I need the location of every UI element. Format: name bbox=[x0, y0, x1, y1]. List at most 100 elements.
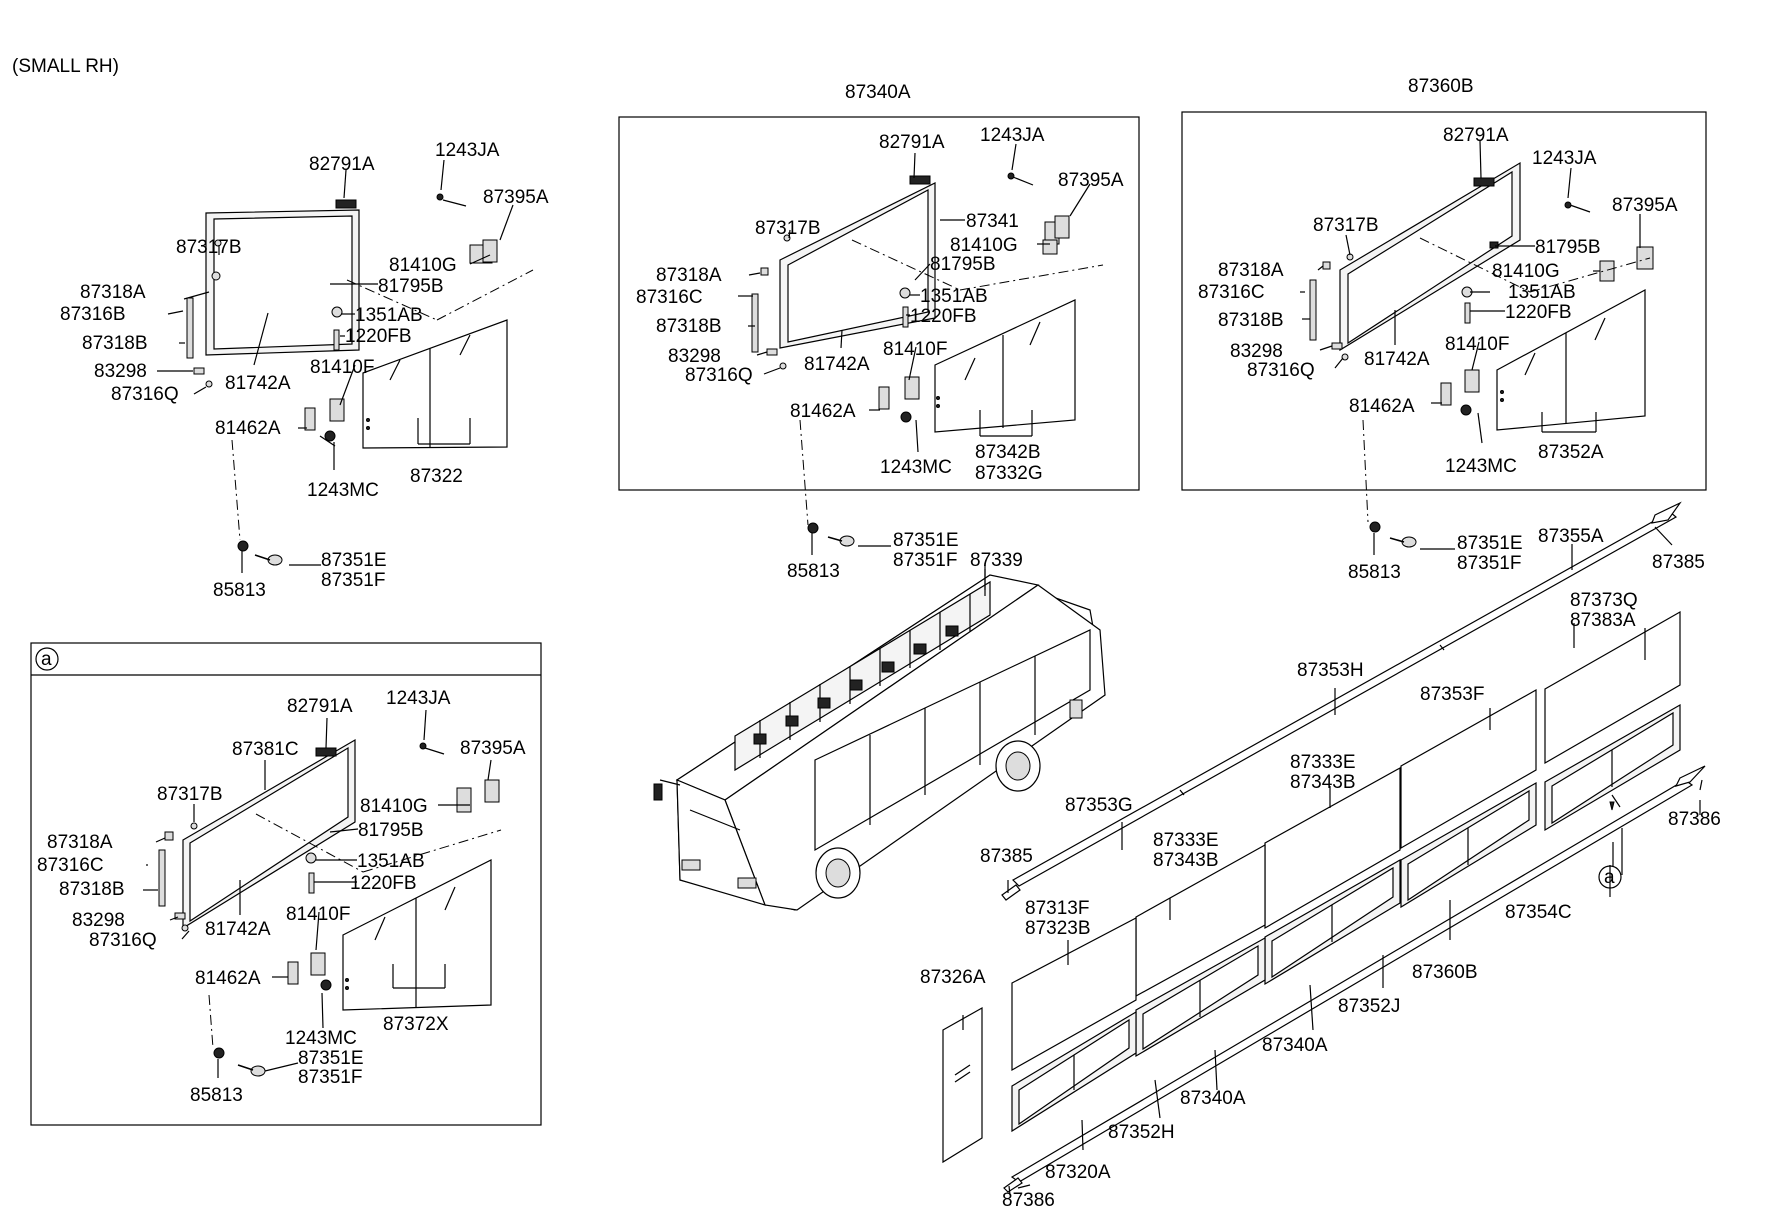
label: 1243MC bbox=[1445, 456, 1517, 477]
label: 81462A bbox=[1349, 396, 1415, 417]
label: 87341 bbox=[966, 211, 1019, 232]
label: 81742A bbox=[1364, 349, 1430, 370]
label: 87395A bbox=[483, 187, 549, 208]
label: 87318A bbox=[80, 282, 146, 303]
label: 85813 bbox=[213, 580, 266, 601]
label: 87333E bbox=[1290, 752, 1356, 773]
detail-marker-a bbox=[35, 647, 59, 671]
label: 87318B bbox=[1218, 310, 1284, 331]
label: 1243MC bbox=[285, 1028, 357, 1049]
label: 81410F bbox=[310, 357, 374, 378]
label: 87353G bbox=[1065, 795, 1133, 816]
label: 87351F bbox=[893, 550, 957, 571]
label: 87316Q bbox=[685, 365, 753, 386]
label: 87351E bbox=[298, 1048, 364, 1069]
labels-g3: 87360B 82791A 1243JA 87395A 87317B 81795… bbox=[1198, 76, 1705, 583]
label: 87395A bbox=[1612, 195, 1678, 216]
label: 87343B bbox=[1153, 850, 1219, 871]
label: 87351F bbox=[321, 570, 385, 591]
detail-marker-a-callout bbox=[1598, 865, 1622, 889]
label: 87320A bbox=[1045, 1162, 1111, 1183]
callout-lines-g4 bbox=[143, 709, 492, 1078]
label: 87318A bbox=[1218, 260, 1284, 281]
window-assembly-small-rh bbox=[186, 193, 534, 566]
label: 87340A bbox=[845, 82, 911, 103]
detail-box-a bbox=[30, 642, 542, 1126]
bus-illustration bbox=[653, 565, 1106, 911]
label: 87351E bbox=[321, 550, 387, 571]
label: 81462A bbox=[215, 418, 281, 439]
label: 87318B bbox=[82, 333, 148, 354]
label: 87351E bbox=[1457, 533, 1523, 554]
label: 87342B bbox=[975, 442, 1041, 463]
label: 81410F bbox=[1445, 334, 1509, 355]
label: 87318B bbox=[59, 879, 125, 900]
label: 87395A bbox=[1058, 170, 1124, 191]
label: 87316Q bbox=[1247, 360, 1315, 381]
label: 81410G bbox=[950, 235, 1018, 256]
label: 87316Q bbox=[111, 384, 179, 405]
label: 87339 bbox=[970, 550, 1023, 571]
label: 87332G bbox=[975, 463, 1043, 484]
label: 87316B bbox=[60, 304, 126, 325]
label: 87322 bbox=[410, 466, 463, 487]
label: 87343B bbox=[1290, 772, 1356, 793]
label: 1351AB bbox=[920, 286, 988, 307]
label: 87385 bbox=[1652, 552, 1705, 573]
detail-marker-a-callout-label: a bbox=[1604, 867, 1615, 888]
label: 81410F bbox=[883, 339, 947, 360]
window-assembly-87340a bbox=[751, 172, 1104, 547]
label: 85813 bbox=[1348, 562, 1401, 583]
label: 1351AB bbox=[355, 305, 423, 326]
label: 87340A bbox=[1180, 1088, 1246, 1109]
labels-g5: 87373Q 87383A 87353H 87353F 87333E 87343… bbox=[920, 590, 1721, 1211]
label: 83298 bbox=[668, 346, 721, 367]
label: 87317B bbox=[157, 784, 223, 805]
label: 81462A bbox=[195, 968, 261, 989]
label: 87351E bbox=[893, 530, 959, 551]
label: 87316C bbox=[636, 287, 703, 308]
label: 87323B bbox=[1025, 918, 1091, 939]
label: 83298 bbox=[72, 910, 125, 931]
label: 87395A bbox=[460, 738, 526, 759]
label: 87355A bbox=[1538, 526, 1604, 547]
label: 87353H bbox=[1297, 660, 1364, 681]
label: 87317B bbox=[755, 218, 821, 239]
label: 1243JA bbox=[435, 140, 500, 161]
label: 1243MC bbox=[307, 480, 379, 501]
label: 87381C bbox=[232, 739, 299, 760]
label: 81410F bbox=[286, 904, 350, 925]
label: 87326A bbox=[920, 967, 986, 988]
label: 1351AB bbox=[1508, 282, 1576, 303]
label: 87373Q bbox=[1570, 590, 1638, 611]
label: 1220FB bbox=[350, 873, 417, 894]
label: 87383A bbox=[1570, 610, 1636, 631]
callout-lines-g3 bbox=[1300, 140, 1641, 555]
label: 87352A bbox=[1538, 442, 1604, 463]
label: 87354C bbox=[1505, 902, 1572, 923]
detail-marker-a-label: a bbox=[41, 649, 52, 670]
label: 81795B bbox=[930, 254, 996, 275]
label: 87360B bbox=[1412, 962, 1478, 983]
exploded-window-panels bbox=[942, 501, 1706, 1193]
label: 83298 bbox=[94, 361, 147, 382]
label: 81742A bbox=[804, 354, 870, 375]
label: 87351F bbox=[298, 1067, 362, 1088]
window-assembly-detail-a bbox=[158, 738, 502, 1077]
label: 85813 bbox=[787, 561, 840, 582]
label: 87360B bbox=[1408, 76, 1474, 97]
label: 81410G bbox=[360, 796, 428, 817]
label: 87351F bbox=[1457, 553, 1521, 574]
label: 87333E bbox=[1153, 830, 1219, 851]
assembly-box-87360b bbox=[1181, 111, 1707, 491]
label: 87318A bbox=[656, 265, 722, 286]
label: 1220FB bbox=[345, 326, 412, 347]
callout-lines-g2 bbox=[738, 143, 1091, 555]
label: 81410G bbox=[389, 255, 457, 276]
label: 82791A bbox=[309, 154, 375, 175]
label: 87316Q bbox=[89, 930, 157, 951]
label: 81795B bbox=[378, 276, 444, 297]
label: 87386 bbox=[1002, 1190, 1055, 1211]
label: 87385 bbox=[980, 846, 1033, 867]
label: 81742A bbox=[225, 373, 291, 394]
